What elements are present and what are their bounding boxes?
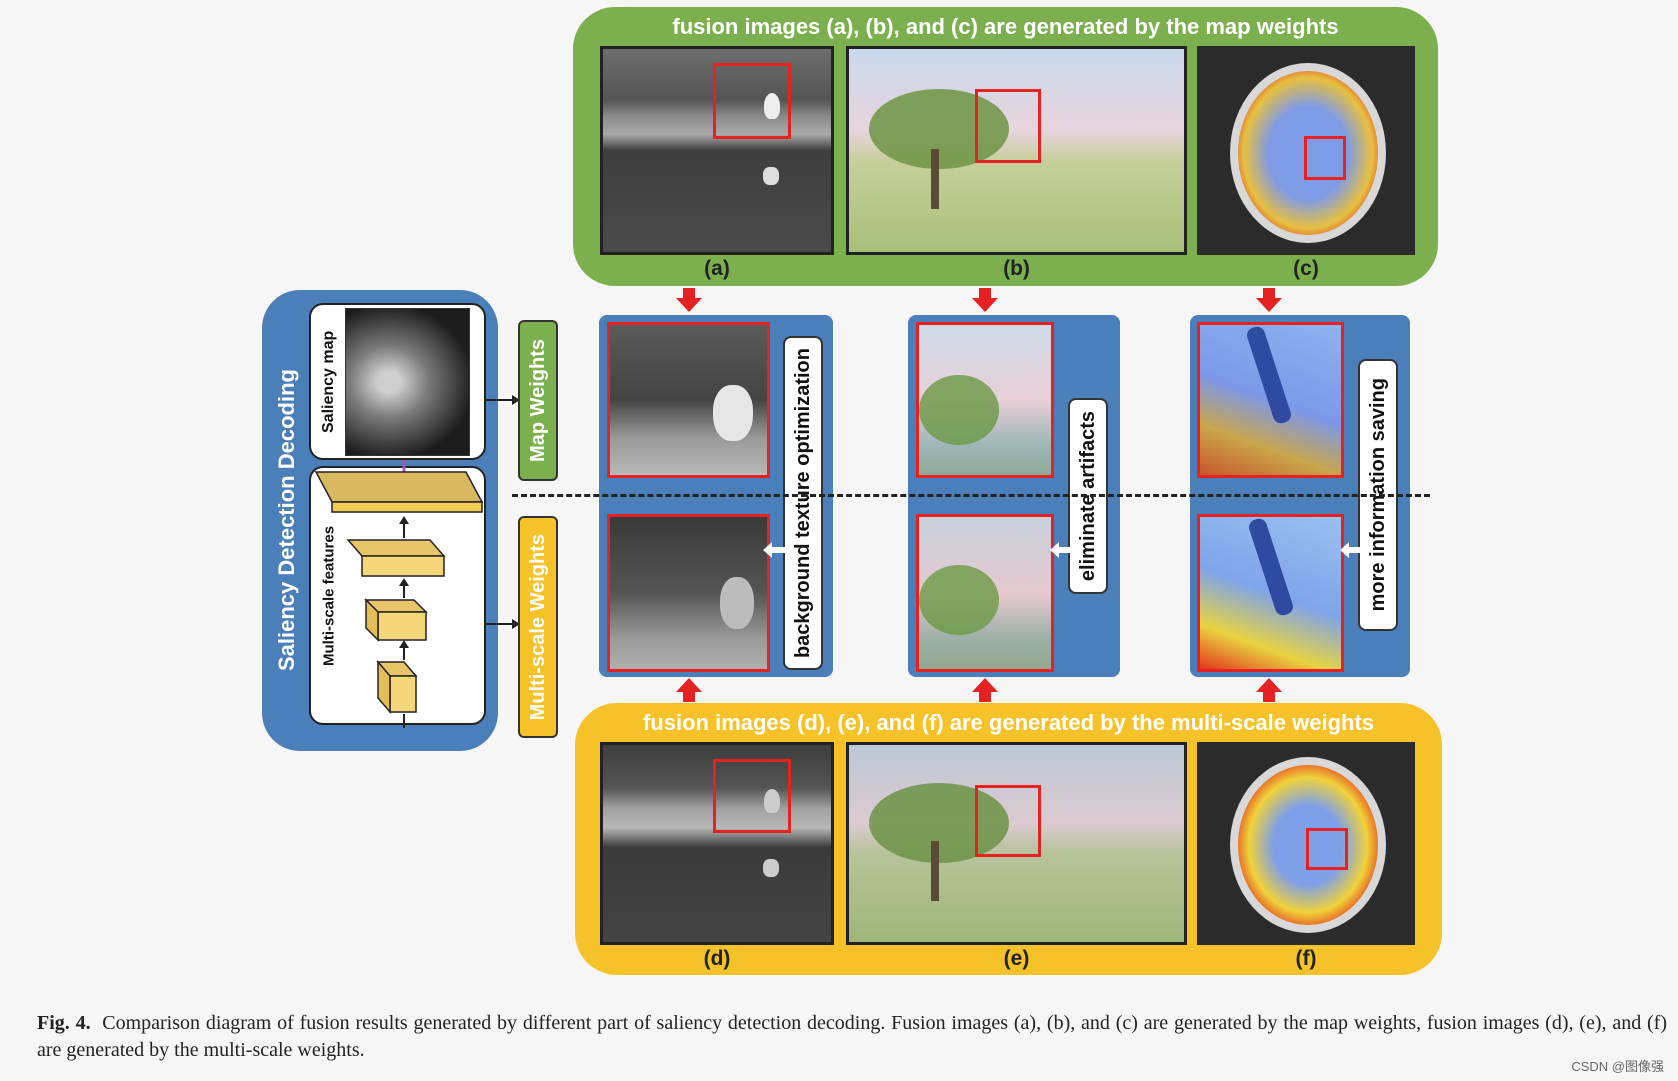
zoom-crop-f	[1197, 514, 1344, 672]
zoom-crop-a	[607, 322, 770, 478]
arrow-up-icon	[676, 678, 702, 702]
saliency-map-image	[345, 308, 470, 456]
feature-pyramid-icon	[314, 460, 484, 728]
fusion-image-c	[1197, 46, 1415, 255]
arrow-up-icon	[972, 678, 998, 702]
zoom-crop-d	[607, 514, 770, 672]
top-panel-title: fusion images (a), (b), and (c) are gene…	[672, 14, 1339, 39]
arrow-left-icon	[1340, 542, 1362, 558]
figure-caption: Fig. 4. Comparison diagram of fusion res…	[37, 1010, 1667, 1064]
arrow-down-icon	[676, 288, 702, 312]
label-d: (d)	[703, 947, 731, 970]
label-b: (b)	[1003, 257, 1030, 280]
fusion-image-d	[600, 742, 834, 945]
fusion-image-b	[846, 46, 1187, 255]
multi-scale-weights-label: Multi-scale Weights	[518, 516, 558, 738]
fusion-image-a	[600, 46, 834, 255]
zoom-crop-b	[916, 322, 1054, 478]
watermark: CSDN @图像强	[1571, 1059, 1664, 1074]
fusion-image-f	[1197, 742, 1415, 945]
arrow-right-icon	[486, 395, 520, 405]
map-weights-label: Map Weights	[518, 320, 558, 481]
caption-text: Comparison diagram of fusion results gen…	[37, 1012, 1667, 1061]
label-a: (a)	[704, 257, 730, 280]
arrow-left-icon	[763, 542, 785, 558]
bottom-panel-title: fusion images (d), (e), and (f) are gene…	[642, 710, 1375, 735]
dashed-divider	[512, 494, 1430, 497]
arrow-down-icon	[1256, 288, 1282, 312]
arrow-right-icon	[486, 619, 520, 629]
saliency-map-label: Saliency map	[320, 330, 337, 433]
arrow-down-icon	[972, 288, 998, 312]
label-f: (f)	[1295, 947, 1317, 970]
zoom-crop-c	[1197, 322, 1344, 478]
arrow-left-icon	[1050, 542, 1072, 558]
label-e: (e)	[1003, 947, 1030, 970]
label-c: (c)	[1293, 257, 1319, 280]
zoom-crop-e	[916, 514, 1054, 672]
arrow-up-icon	[1256, 678, 1282, 702]
caption-figure-number: Fig. 4.	[37, 1012, 91, 1034]
comparison-label-1: background texture optimization	[783, 336, 823, 670]
fusion-image-e	[846, 742, 1187, 945]
decoder-title: Saliency Detection Decoding	[274, 369, 299, 672]
